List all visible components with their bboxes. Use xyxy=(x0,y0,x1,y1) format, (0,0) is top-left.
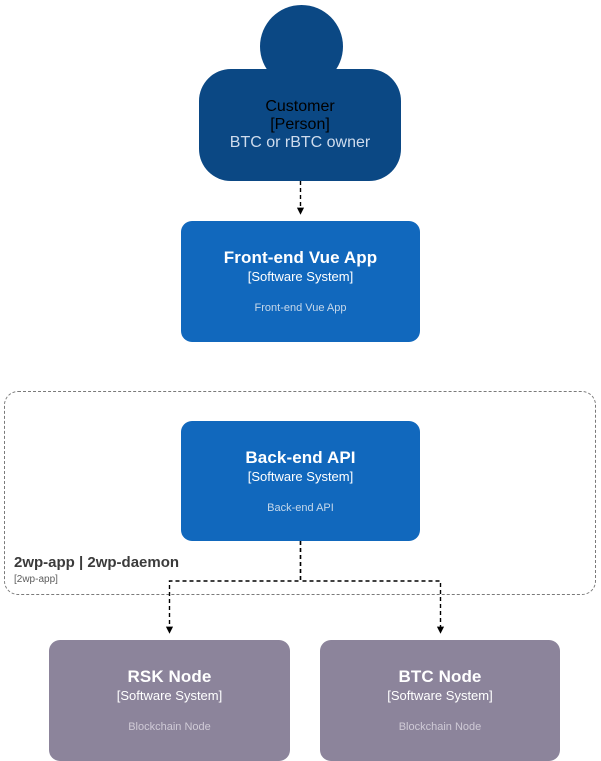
node-backend-api[interactable]: Back-end API [Software System] Back-end … xyxy=(181,421,420,541)
node-rsk-description: Blockchain Node xyxy=(128,721,211,733)
node-rsk-title: RSK Node xyxy=(127,667,212,686)
node-btc-subtitle: [Software System] xyxy=(387,688,493,703)
boundary-title: 2wp-app | 2wp-daemon xyxy=(14,554,180,571)
boundary-subtitle: [2wp-app] xyxy=(14,574,58,585)
node-frontend-title: Front-end Vue App xyxy=(223,248,378,267)
node-frontend-subtitle: [Software System] xyxy=(247,269,354,284)
node-btc-node[interactable]: BTC Node [Software System] Blockchain No… xyxy=(320,640,560,761)
node-backend-subtitle: [Software System] xyxy=(247,468,354,484)
node-backend-title: Back-end API xyxy=(245,447,356,467)
node-frontend-vue-app[interactable]: Front-end Vue App [Software System] Fron… xyxy=(181,221,420,342)
node-btc-description: Blockchain Node xyxy=(398,721,482,733)
node-frontend-description: Front-end Vue App xyxy=(254,302,347,314)
boundary-2wp-app-labels: 2wp-app | 2wp-daemon [2wp-app] xyxy=(14,553,334,587)
node-customer-title: Customer xyxy=(265,98,335,115)
person-body-shape xyxy=(199,69,401,181)
node-rsk-node[interactable]: RSK Node [Software System] Blockchain No… xyxy=(49,640,290,761)
node-rsk-subtitle: [Software System] xyxy=(116,688,223,703)
node-customer[interactable]: Customer [Person] BTC or rBTC owner xyxy=(199,5,401,181)
node-btc-title: BTC Node xyxy=(398,667,482,686)
node-customer-description: BTC or rBTC owner xyxy=(229,134,371,151)
node-customer-subtitle: [Person] xyxy=(270,116,330,133)
node-customer-labels: Customer [Person] BTC or rBTC owner xyxy=(199,69,401,181)
node-backend-description: Back-end API xyxy=(267,501,334,514)
